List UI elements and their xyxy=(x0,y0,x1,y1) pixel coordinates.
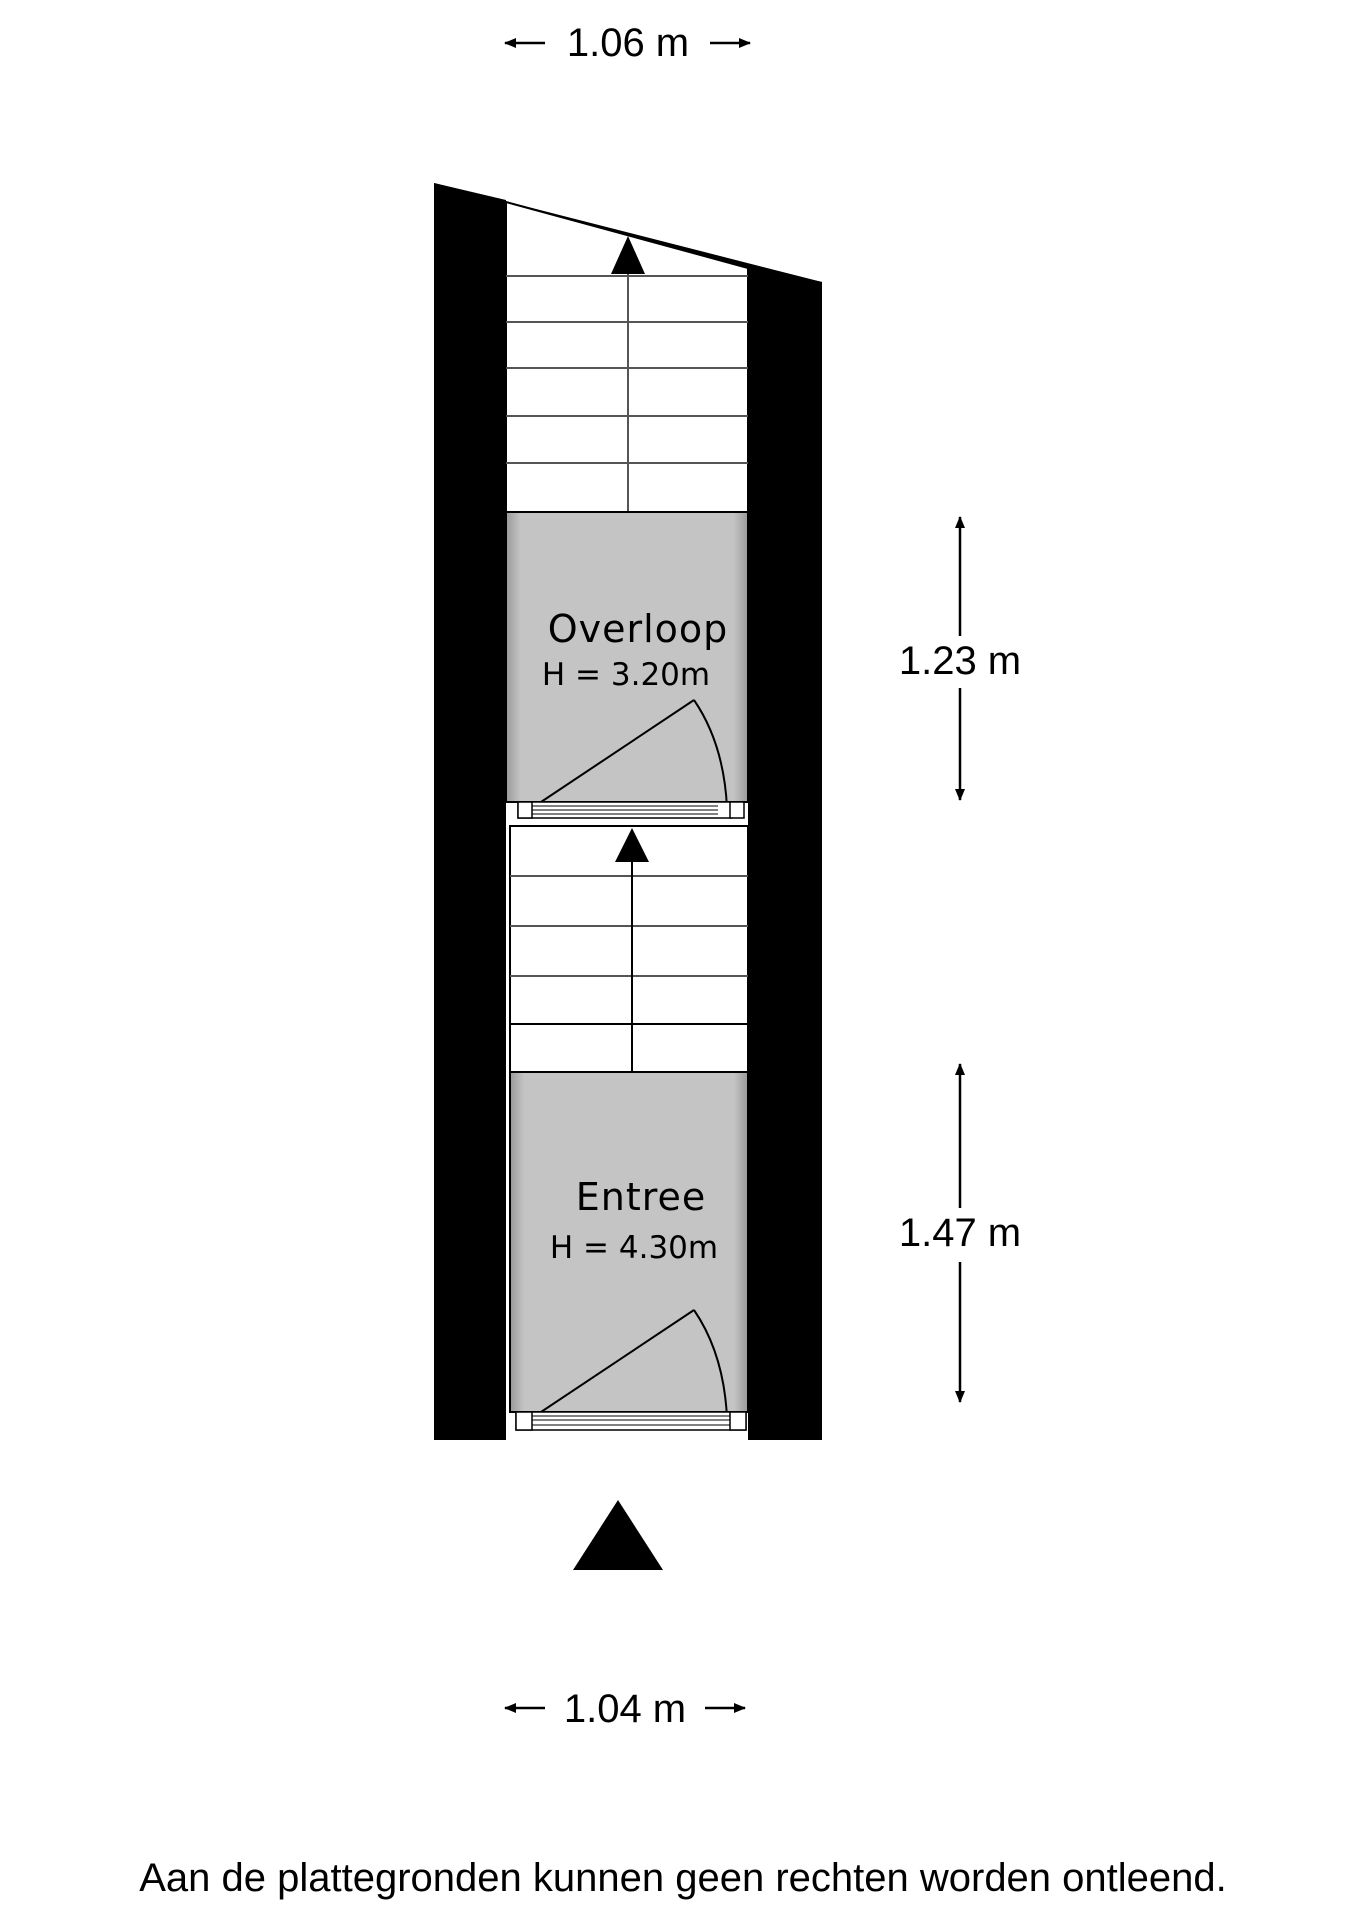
door-overloop xyxy=(517,699,745,819)
stair-up-arrow-icon xyxy=(615,828,649,862)
lower-staircase xyxy=(509,825,749,1073)
room-entree-name: Entree xyxy=(576,1175,707,1219)
room-overloop: Overloop H = 3.20m xyxy=(505,511,749,819)
door-entree xyxy=(515,1309,747,1431)
entrance-marker-triangle-up-icon xyxy=(573,1500,663,1570)
top-width-label: 1.06 m xyxy=(567,21,689,65)
wall-right xyxy=(748,266,822,1440)
bottom-width-label: 1.04 m xyxy=(564,1687,686,1731)
outer-walls xyxy=(434,183,822,1440)
room-overloop-name: Overloop xyxy=(548,607,729,651)
upper-staircase xyxy=(505,200,749,513)
stair-up-arrow-icon xyxy=(611,236,645,274)
entree-depth-label: 1.47 m xyxy=(899,1211,1021,1255)
entree-depth-dimension: 1.47 m xyxy=(899,1063,1021,1403)
overloop-depth-label: 1.23 m xyxy=(899,639,1021,683)
bottom-width-dimension: 1.04 m xyxy=(504,1687,746,1731)
room-entree-height: H = 4.30m xyxy=(550,1230,718,1266)
room-entree: Entree H = 4.30m xyxy=(509,1071,749,1431)
room-overloop-height: H = 3.20m xyxy=(542,657,710,693)
wall-left xyxy=(434,183,506,1440)
top-width-dimension: 1.06 m xyxy=(504,21,751,65)
disclaimer-text: Aan de plattegronden kunnen geen rechten… xyxy=(139,1856,1227,1900)
overloop-depth-dimension: 1.23 m xyxy=(899,516,1021,801)
